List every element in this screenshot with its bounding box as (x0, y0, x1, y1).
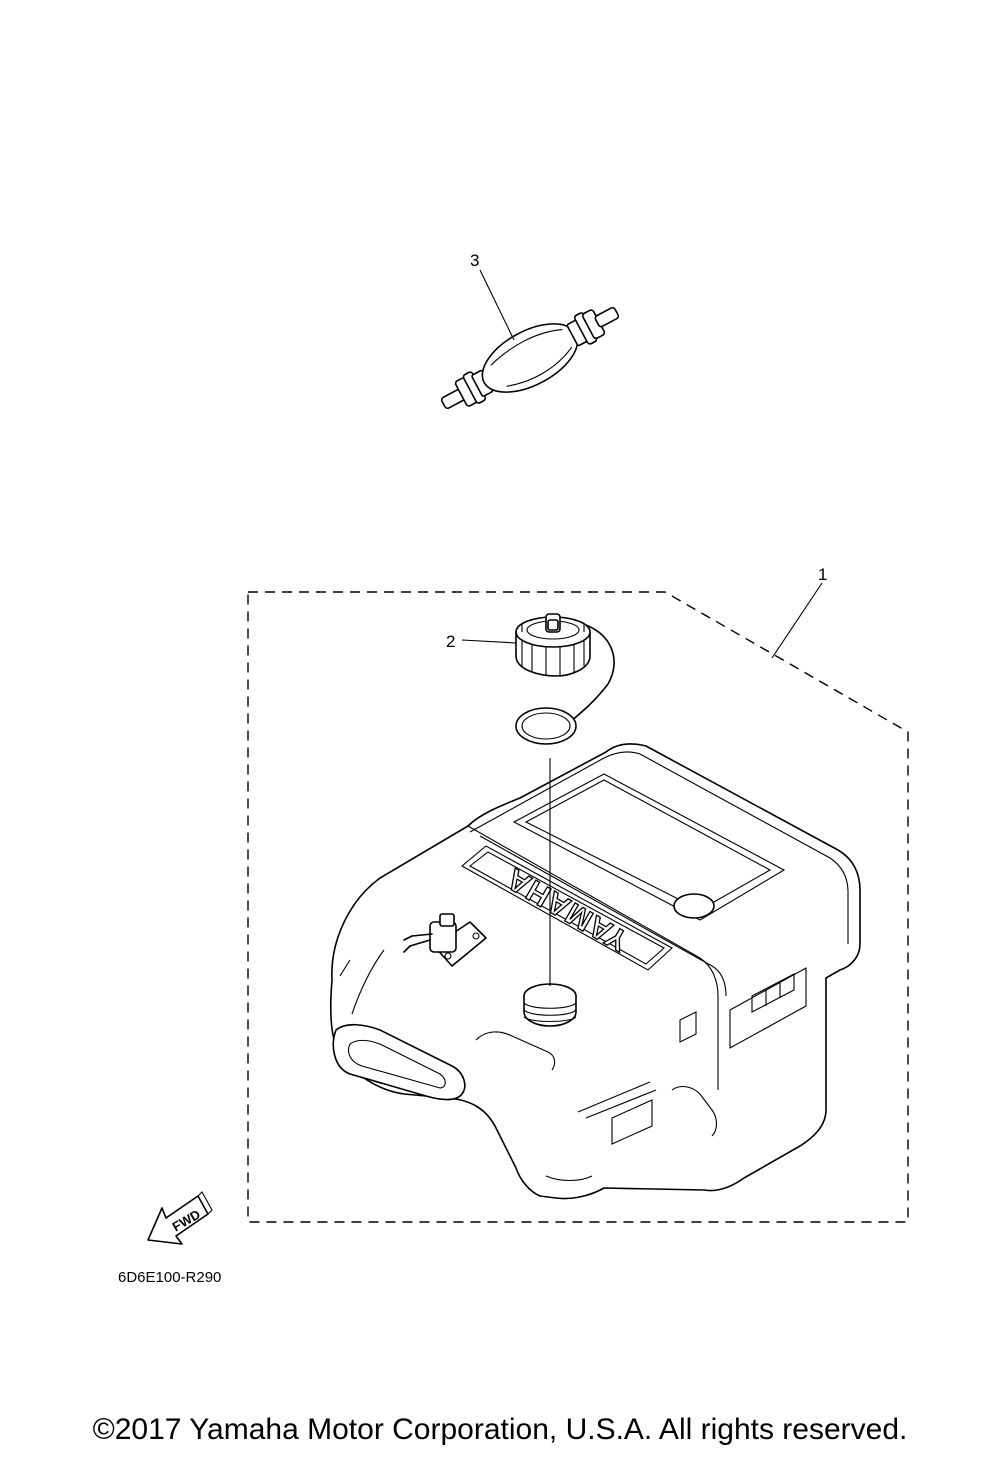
callout-part-3[interactable]: 3 (470, 251, 479, 270)
diagram-code: 6D6E100-R290 (118, 1269, 221, 1286)
fuel-cap[interactable] (515, 613, 615, 745)
callout-part-2[interactable]: 2 (446, 632, 455, 651)
fwd-arrow: FWD (147, 1191, 213, 1245)
copyright-notice: ©2017 Yamaha Motor Corporation, U.S.A. A… (92, 1413, 908, 1446)
assembly-boundary (247, 591, 909, 1223)
fuel-connector[interactable] (403, 913, 487, 967)
fuel-tank: YAMAHA (330, 743, 861, 1200)
callout-part-1[interactable]: 1 (818, 565, 827, 584)
primer-bulb[interactable] (431, 288, 629, 428)
